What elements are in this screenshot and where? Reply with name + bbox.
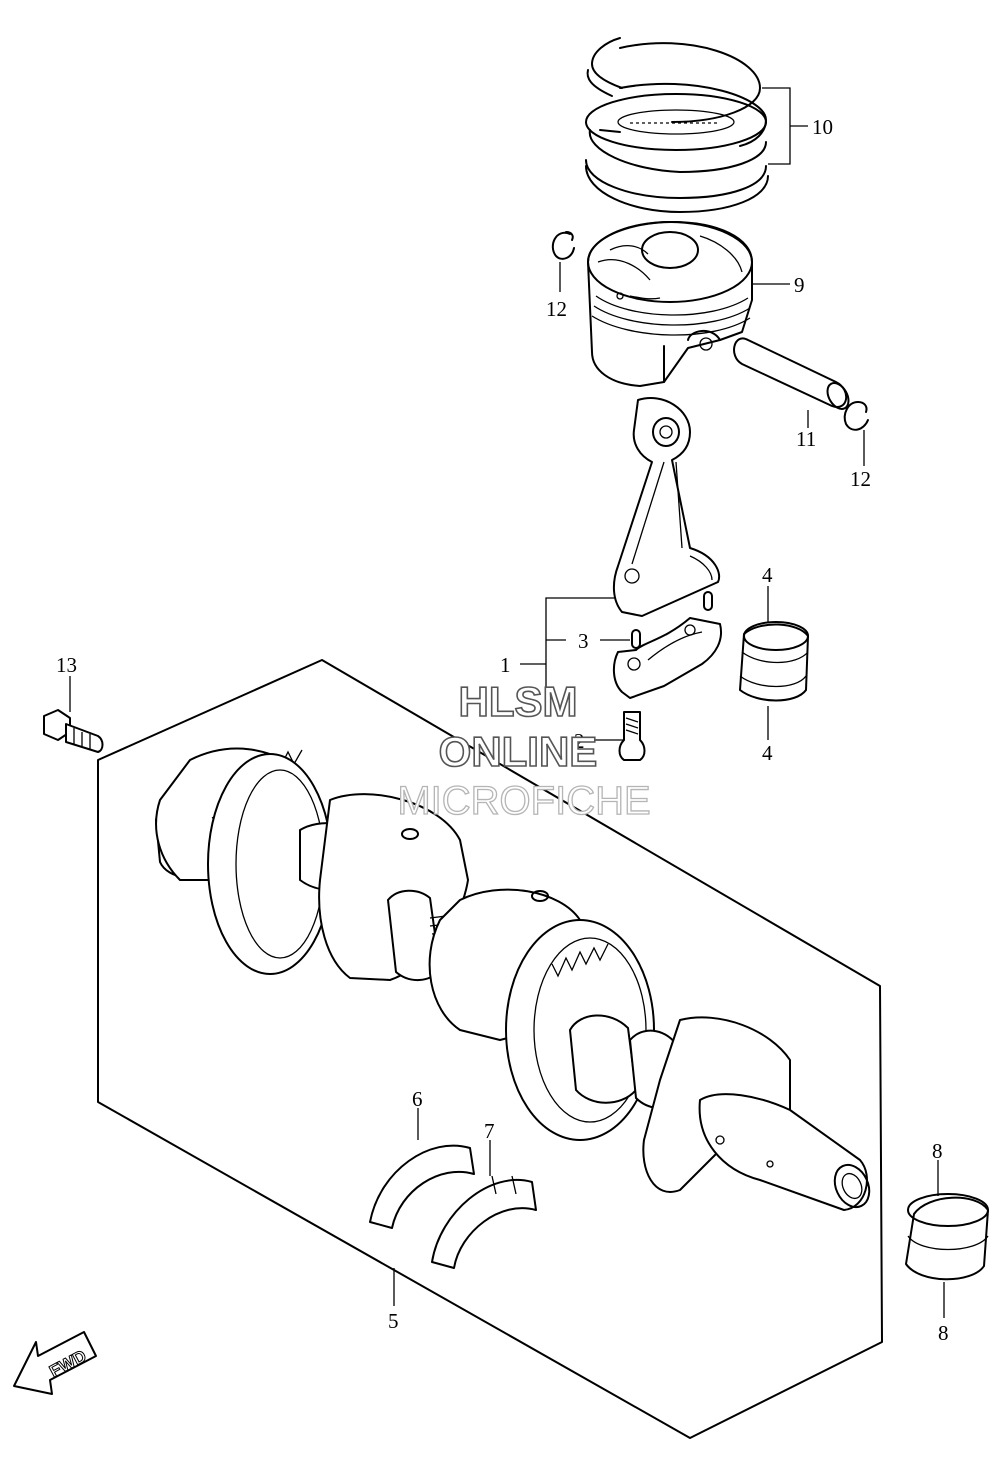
callout-4-upper: 4	[762, 563, 773, 587]
crankshaft[interactable]	[155, 747, 876, 1213]
callout-13: 13	[56, 653, 77, 677]
circlip-lower-right[interactable]	[843, 401, 869, 431]
fwd-arrow-icon: FWD	[13, 1331, 97, 1395]
callout-8-lower: 8	[938, 1321, 949, 1345]
connecting-rod[interactable]	[612, 397, 721, 617]
callout-3: 3	[578, 629, 589, 653]
callout-12-left: 12	[546, 297, 567, 321]
thrust-washer-6[interactable]	[369, 1144, 475, 1229]
circlip-upper-left[interactable]	[551, 231, 575, 260]
dowel-pin-upper[interactable]	[703, 591, 713, 611]
dowel-pin-lower[interactable]	[631, 629, 641, 649]
callout-4-lower: 4	[762, 741, 773, 765]
callout-12-right: 12	[850, 467, 871, 491]
watermark-line-1: HLSM	[459, 678, 578, 725]
piston[interactable]	[587, 221, 753, 387]
piston-pin[interactable]	[733, 337, 853, 412]
crankshaft-main-bearing[interactable]	[905, 1193, 989, 1281]
watermark: HLSM ONLINE MICROFICHE	[397, 677, 652, 823]
piston-rings[interactable]	[585, 37, 769, 213]
connecting-rod-cap[interactable]	[612, 617, 722, 699]
callout-6: 6	[412, 1087, 423, 1111]
callout-7: 7	[484, 1119, 495, 1143]
conrod-bearing-shell[interactable]	[739, 621, 809, 702]
thrust-washer-7[interactable]	[431, 1175, 537, 1269]
crankshaft-assembly-outline	[97, 659, 883, 1439]
watermark-line-3: MICROFICHE	[397, 779, 650, 823]
callout-1: 1	[500, 653, 511, 677]
callout-11: 11	[796, 427, 816, 451]
callout-10: 10	[812, 115, 833, 139]
connecting-rod-bolt[interactable]	[618, 711, 646, 761]
callout-2: 2	[574, 729, 585, 753]
callout-5: 5	[388, 1309, 399, 1333]
leader-lines	[69, 87, 945, 1318]
watermark-line-2: ONLINE	[439, 728, 598, 775]
crankshaft-bolt[interactable]	[43, 709, 104, 753]
callout-9: 9	[794, 273, 805, 297]
callout-labels: 1 2 3 4 4 5 6 7 8 8 9 10 11 12 12 13	[56, 115, 949, 1345]
callout-8-upper: 8	[932, 1139, 943, 1163]
